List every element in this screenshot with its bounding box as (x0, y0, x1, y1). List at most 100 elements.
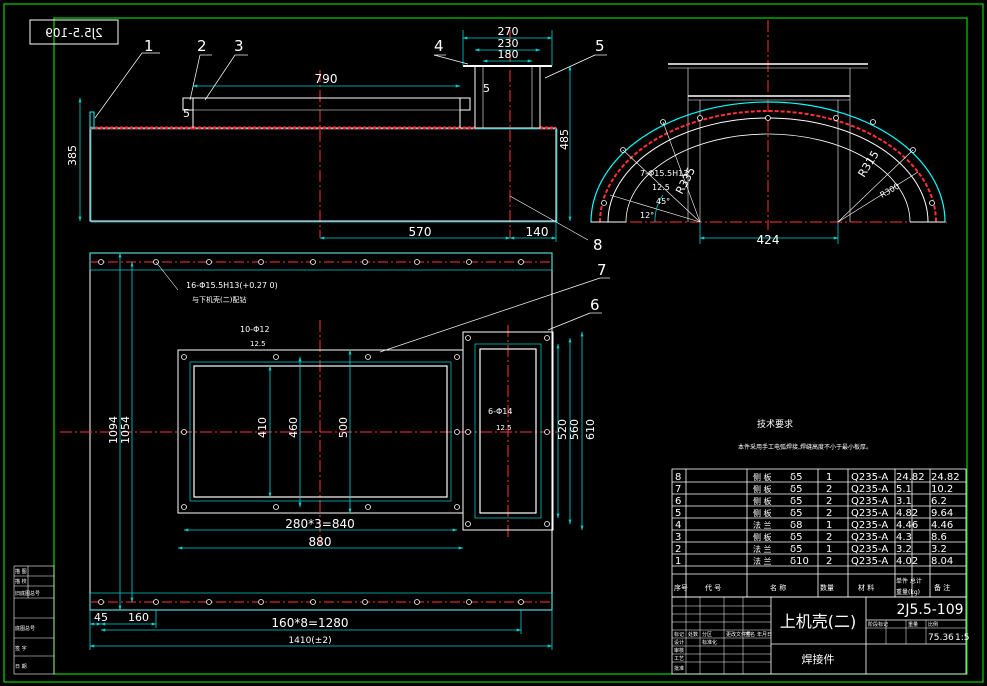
svg-text:δ10: δ10 (790, 556, 809, 567)
svg-text:2: 2 (826, 532, 832, 543)
svg-text:法 兰: 法 兰 (753, 556, 772, 566)
hole-note-16: 16-Φ15.5H13(+0.27 0) (186, 281, 278, 290)
radius-r315: R315 (856, 148, 882, 179)
dim-160: 160 (128, 611, 149, 624)
dim-140: 140 (526, 225, 549, 239)
radius-r300: R300 (879, 182, 902, 200)
svg-text:2: 2 (826, 508, 832, 519)
svg-text:材 料: 材 料 (858, 583, 874, 592)
svg-text:4.46: 4.46 (896, 520, 918, 531)
weight-value: 75.36 (928, 633, 954, 643)
balloon-2: 2 (197, 37, 207, 55)
balloon-7: 7 (597, 261, 607, 279)
svg-text:侧 板: 侧 板 (753, 484, 772, 494)
svg-text:4.3: 4.3 (896, 532, 912, 543)
part-type: 焊接件 (802, 652, 835, 666)
svg-text:阶段标记: 阶段标记 (868, 621, 888, 628)
svg-text:侧 板: 侧 板 (753, 508, 772, 518)
svg-text:1: 1 (826, 544, 832, 555)
svg-text:4: 4 (675, 520, 681, 531)
svg-text:Q235-A: Q235-A (851, 484, 888, 495)
title-block-labels: 标记 处数 分区 更改文件号 签名 年月日 设计 标准化 审核 工艺 批准 阶段… (674, 621, 938, 672)
svg-text:分区: 分区 (702, 631, 712, 638)
svg-text:旧底图总号: 旧底图总号 (15, 590, 40, 597)
svg-text:工艺: 工艺 (674, 656, 684, 662)
svg-text:3.2: 3.2 (931, 544, 947, 555)
svg-text:法 兰: 法 兰 (753, 544, 772, 554)
svg-text:5.1: 5.1 (896, 484, 912, 495)
svg-text:标准化: 标准化 (702, 639, 717, 646)
left-stamp (13, 565, 55, 675)
svg-text:日 期: 日 期 (15, 664, 27, 670)
svg-text:2: 2 (826, 484, 832, 495)
svg-text:重量: 重量 (908, 621, 918, 628)
mirrored-drawing-number: 2J5.5-109 (45, 26, 103, 40)
svg-text:批准: 批准 (674, 665, 684, 672)
svg-text:6: 6 (675, 496, 681, 507)
svg-text:Q235-A: Q235-A (851, 472, 888, 483)
hole-note-6: 6-Φ14 (488, 407, 512, 416)
balloon-6: 6 (590, 296, 600, 314)
svg-text:法 兰: 法 兰 (753, 520, 772, 530)
svg-text:处数: 处数 (688, 631, 698, 638)
dim-270: 270 (498, 25, 519, 38)
drawing-number: 2J5.5-109 (896, 602, 963, 618)
svg-text:9.64: 9.64 (931, 508, 953, 519)
side-hole-note: 7-Φ15.5H13 (640, 169, 688, 178)
svg-text:标记: 标记 (674, 631, 684, 638)
svg-text:8: 8 (675, 472, 681, 483)
dim-230: 230 (498, 37, 519, 50)
balloon-4: 4 (434, 37, 444, 55)
dim-520: 520 (556, 419, 569, 440)
tech-req-text: 本件采用手工电弧焊接,焊缝高度不小于最小板厚。 (738, 443, 872, 451)
mirrored-number-box: 2J5.5-109 (29, 19, 119, 45)
svg-text:签名: 签名 (745, 631, 755, 638)
dim-880: 880 (309, 535, 332, 549)
balloon-1: 1 (144, 37, 154, 55)
svg-text:δ5: δ5 (790, 484, 802, 495)
title-block (671, 596, 967, 675)
svg-text:10.2: 10.2 (931, 484, 953, 495)
svg-text:24.82: 24.82 (931, 472, 960, 483)
svg-text:4.46: 4.46 (931, 520, 953, 531)
svg-text:底图总号: 底图总号 (15, 625, 35, 632)
svg-text:δ5: δ5 (790, 532, 802, 543)
svg-text:侧 板: 侧 板 (753, 532, 772, 542)
dim-790: 790 (315, 72, 338, 86)
dim-410: 410 (256, 417, 269, 438)
dim-424: 424 (757, 233, 780, 247)
balloons (94, 52, 610, 353)
dim-1054: 1054 (119, 416, 132, 444)
svg-text:年月日: 年月日 (757, 631, 772, 638)
dim-840: 280*3=840 (285, 517, 355, 531)
dim-5b: 5 (483, 82, 490, 95)
dim-385: 385 (66, 145, 79, 166)
hole-note-10: 10-Φ12 (240, 325, 270, 334)
svg-text:δ5: δ5 (790, 496, 802, 507)
part-name: 上机壳(二) (780, 612, 857, 631)
front-view: 790 5 5 270 230 180 385 485 570 140 (66, 25, 589, 242)
svg-text:Q235-A: Q235-A (851, 532, 888, 543)
side-roughness: 12.5 (652, 183, 670, 192)
svg-text:设计: 设计 (674, 639, 684, 646)
plan-view: 410 460 500 520 560 610 280*3=840 880 10… (60, 252, 597, 650)
svg-text:侧 板: 侧 板 (753, 496, 772, 506)
balloon-8: 8 (593, 236, 603, 254)
svg-text:重量(kg): 重量(kg) (896, 588, 920, 596)
bom-header: 序号 代 号 名 称 数量 材 料 单件 总计 重量(kg) 备 注 (674, 577, 950, 596)
svg-text:名 称: 名 称 (770, 583, 786, 592)
svg-text:序号: 序号 (674, 583, 688, 592)
svg-text:描 校: 描 校 (15, 578, 27, 585)
svg-text:6.2: 6.2 (931, 496, 947, 507)
svg-text:数量: 数量 (820, 583, 834, 592)
svg-text:Q235-A: Q235-A (851, 520, 888, 531)
